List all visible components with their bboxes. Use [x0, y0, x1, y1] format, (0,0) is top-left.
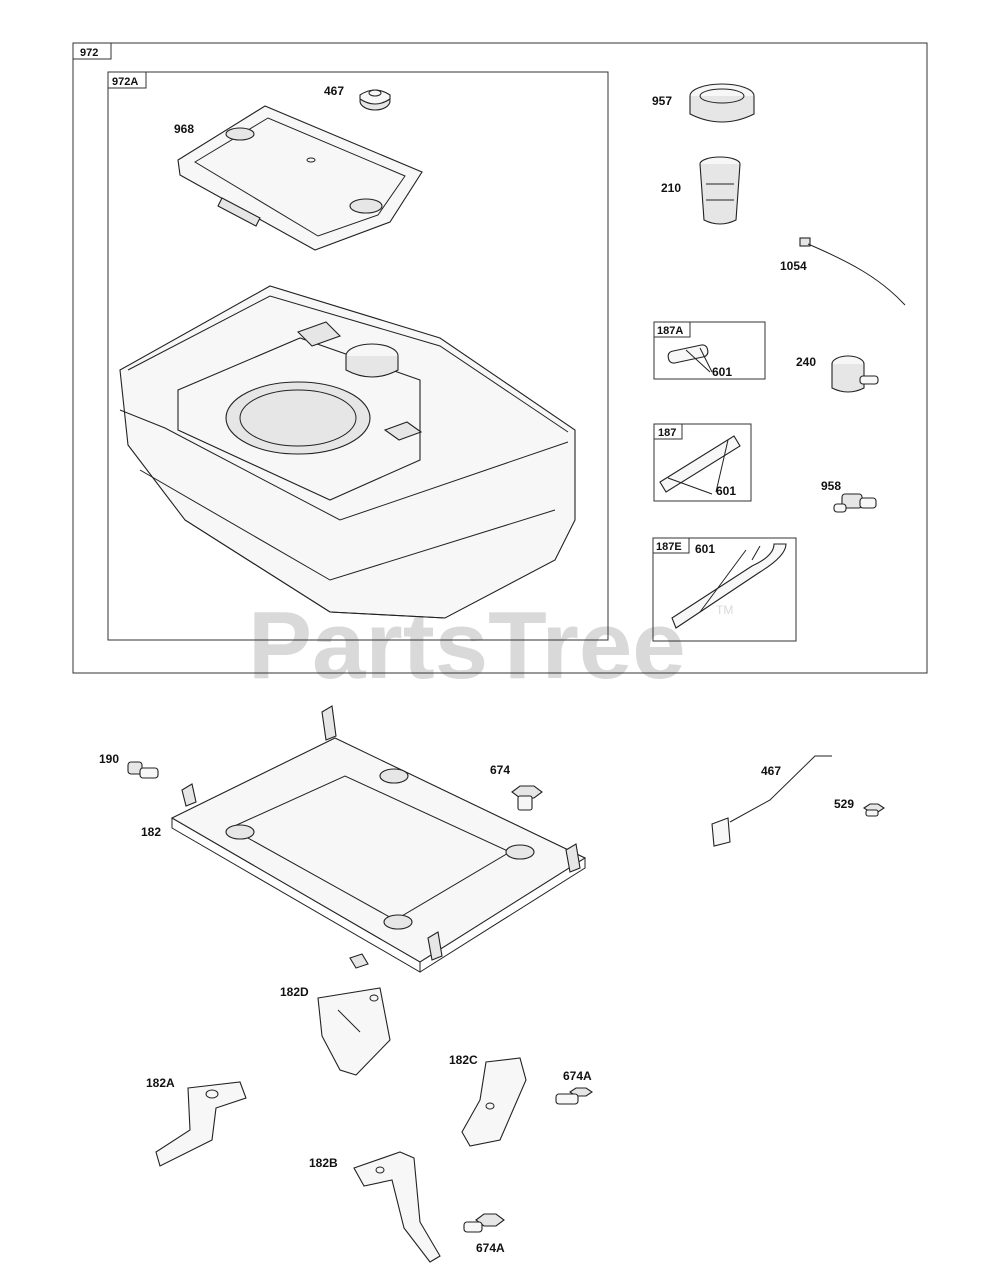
part-182A-bracket[interactable] [155, 1081, 247, 1167]
group-frame-187 [653, 423, 752, 502]
callout-674[interactable]: 674 [490, 763, 510, 777]
part-187E-hose[interactable] [671, 543, 787, 629]
group-tag-972-box [72, 42, 112, 60]
group-label-972[interactable]: 972 [80, 47, 98, 59]
group-tag-187E-box [652, 537, 690, 554]
callout-467-bottom[interactable]: 467 [761, 764, 781, 778]
callout-210[interactable]: 210 [661, 181, 681, 195]
part-fuel-tank[interactable] [119, 285, 576, 619]
callout-1054[interactable]: 1054 [780, 259, 807, 273]
part-1054-tie[interactable] [799, 237, 906, 306]
callout-601-a[interactable]: 601 [712, 365, 732, 379]
callout-968[interactable]: 968 [174, 122, 194, 136]
part-674A-bolt-a[interactable] [555, 1087, 593, 1105]
part-674-bolt[interactable] [511, 785, 543, 811]
callout-182C[interactable]: 182C [449, 1053, 478, 1067]
callout-529[interactable]: 529 [834, 797, 854, 811]
part-467-linkage[interactable] [711, 755, 832, 847]
part-240-valve[interactable] [831, 355, 879, 393]
callout-958[interactable]: 958 [821, 479, 841, 493]
group-label-187E[interactable]: 187E [656, 541, 682, 553]
part-182D-bracket[interactable] [317, 987, 391, 1076]
part-210-strainer[interactable] [699, 156, 741, 225]
callout-182A[interactable]: 182A [146, 1076, 175, 1090]
group-frame-187A [653, 321, 766, 380]
callout-674A-a[interactable]: 674A [563, 1069, 592, 1083]
part-182C-bracket[interactable] [461, 1057, 527, 1147]
group-frame-187E [652, 537, 797, 642]
part-467-cap[interactable] [359, 89, 391, 111]
part-529-nut[interactable] [863, 803, 885, 817]
group-label-187A[interactable]: 187A [657, 325, 683, 337]
callout-674A-b[interactable]: 674A [476, 1241, 505, 1255]
group-label-187[interactable]: 187 [658, 427, 676, 439]
group-label-972A[interactable]: 972A [112, 76, 138, 88]
group-frame-972 [72, 42, 928, 674]
callout-182B[interactable]: 182B [309, 1156, 338, 1170]
callout-190[interactable]: 190 [99, 752, 119, 766]
part-190-fitting[interactable] [127, 761, 159, 779]
group-frame-972A [107, 71, 609, 641]
callout-957[interactable]: 957 [652, 94, 672, 108]
group-tag-187A-box [653, 321, 691, 338]
part-968-cover[interactable] [177, 105, 423, 251]
group-tag-187-box [653, 423, 683, 440]
part-674A-bolt-b[interactable] [463, 1213, 505, 1233]
watermark-trademark: TM [716, 603, 733, 617]
callout-601-b[interactable]: 601 [716, 484, 736, 498]
callout-601-c[interactable]: 601 [695, 542, 715, 556]
part-182B-bracket[interactable] [353, 1151, 441, 1263]
part-182-frame[interactable] [170, 705, 587, 973]
part-958-valve[interactable] [833, 493, 877, 513]
watermark-text: PartsTree [248, 592, 686, 699]
part-957-cap[interactable] [689, 83, 755, 123]
callout-182D[interactable]: 182D [280, 985, 309, 999]
callout-182[interactable]: 182 [141, 825, 161, 839]
part-187A-hose[interactable] [667, 344, 713, 373]
part-187-hose[interactable] [659, 435, 741, 495]
group-tag-972A-box [107, 71, 147, 89]
callout-240[interactable]: 240 [796, 355, 816, 369]
callout-467-top[interactable]: 467 [324, 84, 344, 98]
